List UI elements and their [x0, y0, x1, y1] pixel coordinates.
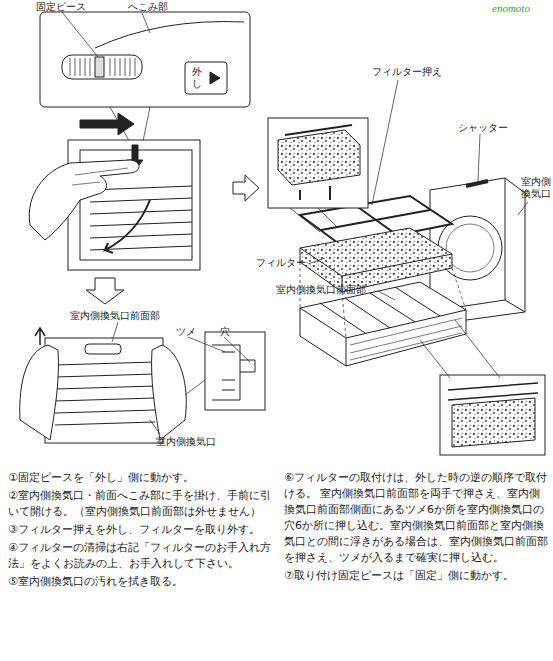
leader-line: [112, 322, 118, 342]
open-arrow: [105, 200, 150, 253]
hand: [152, 345, 187, 440]
detail-inset: [440, 375, 545, 455]
next-arrow: [233, 175, 259, 201]
holder-detail: [285, 125, 352, 200]
inset-frame: [40, 12, 250, 107]
instruction-step: ④フィルターの清掃は右記「フィルターのお手入れ方法」をよくお読みの上、お手入れし…: [8, 540, 274, 572]
recess-curve: [95, 22, 244, 48]
instruction-step: ⑦取り付け固定ピースは「固定」側に動かす。: [284, 568, 548, 584]
instruction-step: ⑥フィルターの取付けは、外した時の逆の順序で取付ける。 室内側換気口前面部を両手…: [284, 470, 548, 566]
part-label: シャッター: [458, 122, 518, 134]
zoom-line: [290, 208, 338, 232]
leader-line: [142, 13, 150, 33]
part-label: 室内側換気口: [521, 176, 553, 200]
part-label: 室内側換気口: [156, 436, 226, 448]
leader-line: [518, 202, 528, 215]
instruction-step: ⑤室内側換気口の汚れを拭き取る。: [8, 574, 274, 590]
front-grid: [300, 287, 466, 366]
part-label: フィルター押え: [372, 66, 452, 78]
slider-slot: [62, 55, 142, 79]
louvers: [350, 318, 462, 360]
slider-ribs: [70, 58, 135, 76]
instruction-step: ③フィルター押えを外し、フィルターを取り外す。: [8, 522, 274, 538]
instruction-column: ⑥フィルターの取付けは、外した時の逆の順序で取付ける。 室内側換気口前面部を両手…: [284, 470, 548, 586]
instruction-step: ②室内側換気口・前面へこみ部に手を掛け、手前に引いて開ける。（室内側換気口前面部…: [8, 488, 274, 520]
latch-detail: [212, 345, 255, 400]
front-panel: [45, 338, 163, 443]
leader-line: [62, 12, 98, 57]
slider-slot: [85, 344, 121, 354]
part-label: フィルター: [256, 257, 312, 269]
leader-line: [378, 291, 395, 300]
detail-inset: [268, 118, 368, 208]
shutter-tab: [466, 181, 488, 186]
part-label: へこみ部: [128, 1, 178, 13]
housing-edges: [452, 178, 525, 312]
slide-arrow: [80, 113, 134, 135]
leader-line: [478, 134, 480, 181]
part-label: 室内側換気口前面部: [276, 284, 376, 296]
sponge-detail: [452, 398, 535, 447]
instruction-step: ①固定ピースを「外し」側に動かす。: [8, 470, 274, 486]
instruction-column: ①固定ピースを「外し」側に動かす。 ②室内側換気口・前面へこみ部に手を掛け、手前に…: [8, 470, 274, 592]
finger-lines: [72, 168, 128, 185]
next-arrow: [86, 278, 124, 304]
release-triangle: [210, 72, 220, 84]
zoom-line: [420, 320, 500, 378]
fixing-piece: [95, 57, 104, 77]
push-arrow: [35, 328, 45, 345]
hand: [29, 160, 139, 240]
watermark: enomoto: [492, 2, 552, 14]
line-art: [20, 12, 545, 455]
slider-mark-label: 外し: [192, 66, 204, 90]
detail-inset: [205, 332, 265, 410]
leader-line: [372, 80, 398, 205]
release-mark: [185, 62, 227, 94]
filter-sponge: [300, 228, 452, 292]
hand: [20, 345, 59, 440]
part-label: 固定ピース: [36, 1, 96, 13]
louvers: [55, 362, 155, 425]
part-label: ツメ: [176, 326, 200, 338]
grid-detail: [448, 383, 538, 400]
guide-line: [300, 262, 466, 338]
leader-line: [150, 380, 205, 434]
duct-opening: [446, 224, 494, 272]
part-label: 穴: [220, 326, 234, 338]
sponge-detail: [278, 130, 360, 185]
part-label: 室内側換気口前面部: [70, 310, 170, 322]
leader-line: [188, 337, 250, 362]
vent-frame: [68, 140, 200, 270]
leader-line: [308, 258, 325, 264]
